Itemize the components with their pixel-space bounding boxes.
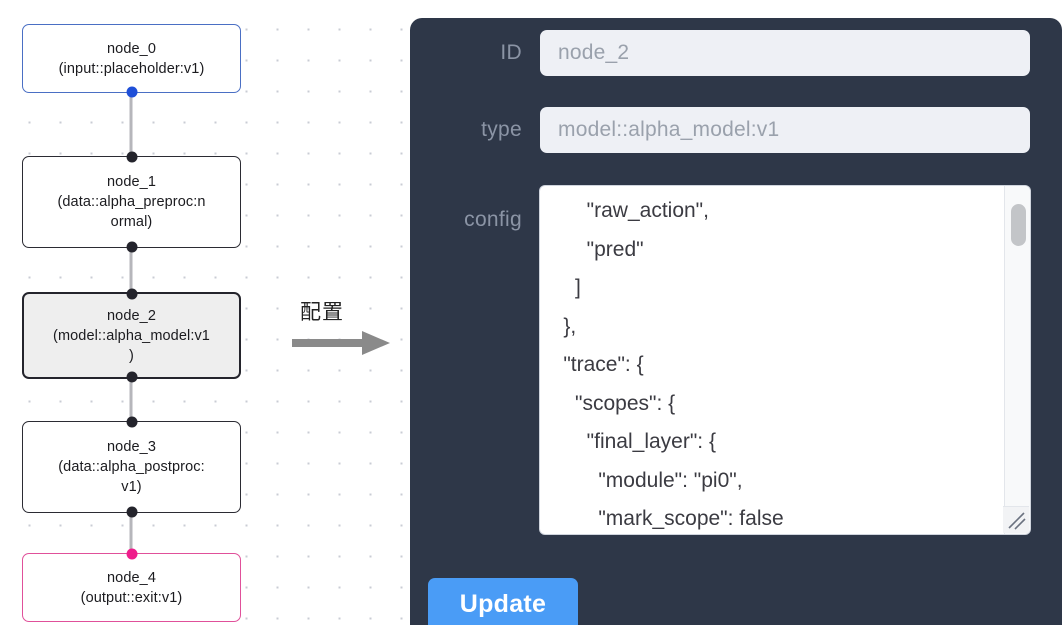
edge-node2-node3 <box>129 377 133 421</box>
node-handle-target[interactable] <box>126 548 137 560</box>
node-handle-target[interactable] <box>126 416 137 428</box>
node-handle-source[interactable] <box>126 371 137 383</box>
type-input[interactable]: model::alpha_model:v1 <box>540 107 1030 153</box>
update-button[interactable]: Update <box>428 578 578 625</box>
config-scrollbar[interactable] <box>1004 186 1030 534</box>
node-handle-source[interactable] <box>126 506 137 518</box>
edge-node1-node2 <box>129 248 133 294</box>
id-label: ID <box>500 41 522 64</box>
field-row-type: type model::alpha_model:v1 <box>422 107 1030 153</box>
node-id-label: node_1 <box>107 174 156 190</box>
graph-node-node_0[interactable]: node_0 (input::placeholder:v1) <box>22 24 241 98</box>
node-type-label: (model::alpha_model:v1 <box>53 327 210 344</box>
edge-node0-node1 <box>129 93 133 156</box>
node-config-panel: ID node_2 type model::alpha_model:v1 con… <box>410 18 1062 625</box>
node-handle-source[interactable] <box>126 241 137 253</box>
node-id-label: node_2 <box>107 307 156 324</box>
graph-node-node_3[interactable]: node_3 (data::alpha_postproc: v1) <box>22 416 241 518</box>
graph-node-node_4[interactable]: node_4 (output::exit:v1) <box>22 548 241 622</box>
node-type-label: (data::alpha_postproc: <box>58 459 205 475</box>
config-scrollbar-thumb[interactable] <box>1011 204 1026 246</box>
node-handle-target[interactable] <box>126 288 137 300</box>
annotation-label: 配置 <box>300 300 344 324</box>
graph-node-node_2[interactable]: node_2 (model::alpha_model:v1 ) <box>22 288 241 383</box>
node-id-label: node_3 <box>107 439 156 455</box>
config-label: config <box>464 208 522 231</box>
id-input[interactable]: node_2 <box>540 30 1030 76</box>
edge-node3-node4 <box>129 512 133 553</box>
field-row-config: config "raw_action", "pred" ] }, "trace"… <box>422 186 1030 534</box>
config-textarea[interactable]: "raw_action", "pred" ] }, "trace": { "sc… <box>563 199 784 530</box>
node-id-label: node_0 <box>107 40 156 57</box>
right-arrow-icon <box>292 331 390 355</box>
node-handle-source[interactable] <box>126 86 137 98</box>
node-type-label: (input::placeholder:v1) <box>58 60 205 77</box>
annotation-arrow-group: 配置 <box>292 296 396 358</box>
node-type-label: (output::exit:v1) <box>80 589 183 606</box>
field-row-id: ID node_2 <box>422 30 1030 76</box>
config-textarea-wrapper[interactable]: "raw_action", "pred" ] }, "trace": { "sc… <box>540 186 1030 534</box>
textarea-resize-handle[interactable] <box>1003 506 1029 533</box>
node-handle-target[interactable] <box>126 151 137 163</box>
node-type-label: (data::alpha_preproc:n <box>57 194 206 210</box>
node-type-label-cont: ) <box>129 347 134 364</box>
node-type-label-cont: v1) <box>121 479 142 495</box>
node-type-label-cont: ormal) <box>110 214 153 230</box>
node-id-label: node_4 <box>107 569 156 586</box>
resize-grip-icon <box>1008 512 1026 530</box>
type-label: type <box>481 118 522 141</box>
graph-node-node_1[interactable]: node_1 (data::alpha_preproc:n ormal) <box>22 151 241 253</box>
